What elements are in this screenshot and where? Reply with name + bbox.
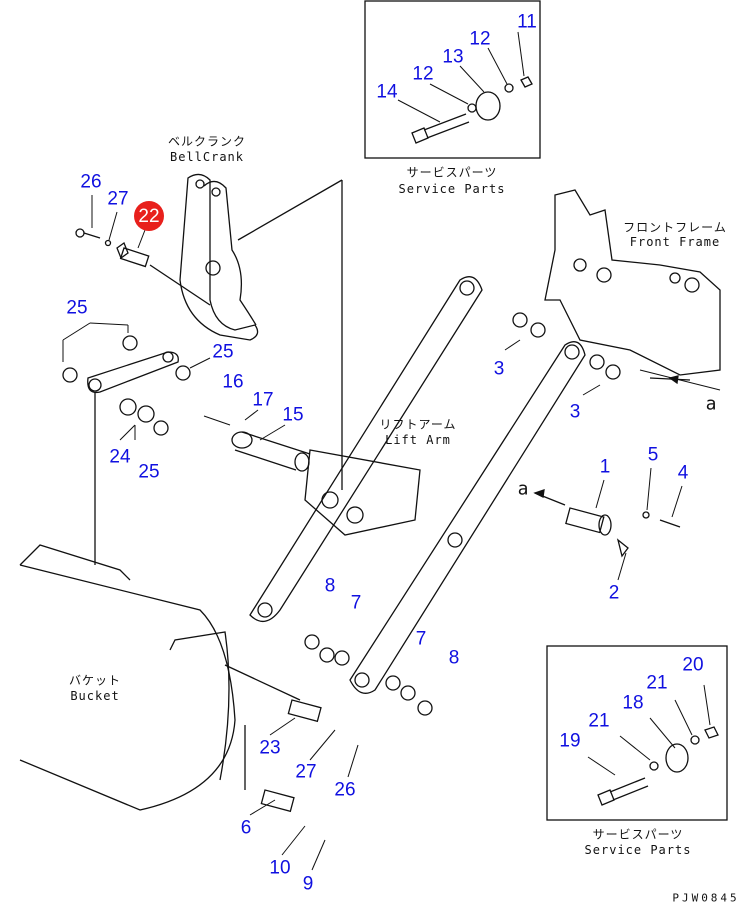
callout: 15 (282, 404, 304, 426)
callout: 6 (240, 817, 252, 839)
callout: 1 (599, 456, 611, 478)
bucket-label-en: Bucket (70, 689, 120, 703)
callout: 12 (469, 28, 491, 50)
pin-23 (287, 699, 322, 723)
bellcrank-label-en: BellCrank (169, 150, 245, 164)
callout: 25 (138, 461, 160, 483)
callout: 7 (350, 592, 362, 614)
callout: 9 (302, 873, 314, 895)
pin-22 (116, 241, 150, 268)
callout: 14 (376, 81, 398, 103)
bellcrank (179, 173, 259, 341)
callout: 8 (324, 575, 336, 597)
callout: 7 (415, 628, 427, 650)
callout: 23 (259, 737, 281, 759)
callout: 11 (517, 11, 537, 33)
lift-arm (249, 276, 586, 694)
callout: 21 (588, 710, 610, 732)
service-parts-top-label-en: Service Parts (398, 182, 506, 196)
bolt-4 (659, 519, 681, 528)
service-parts-bottom-label-jp: サービスパーツ (592, 827, 684, 842)
washer-27 (104, 239, 112, 247)
callout: 20 (682, 654, 704, 676)
callout: 12 (412, 63, 434, 85)
callout: 21 (646, 672, 668, 694)
callout: 18 (622, 692, 644, 714)
drawing-code: PJW0845 (672, 891, 740, 905)
shims-3 (512, 312, 621, 380)
washer-5 (642, 511, 650, 519)
callout: 5 (647, 444, 659, 466)
bucket-label-jp: バケット (68, 673, 122, 688)
service-parts-top-label-jp: サービスパーツ (406, 165, 498, 180)
service-parts-box-bottom (546, 645, 728, 821)
bolt-26 (75, 228, 101, 239)
callout: 24 (109, 446, 131, 468)
bolt-19 (597, 777, 649, 806)
pin-1 (565, 507, 629, 558)
callout: 16 (222, 371, 244, 393)
service-parts-box-top (364, 0, 541, 159)
front-frame-label-jp: フロントフレーム (623, 220, 727, 235)
bucket (19, 544, 236, 811)
link (87, 351, 179, 394)
callout: 13 (442, 46, 464, 68)
washer-12b (504, 83, 514, 93)
callout: 4 (677, 462, 689, 484)
callout: 10 (269, 857, 291, 879)
view-a-marker: a (517, 478, 529, 500)
bellcrank-label-jp: ベルクランク (167, 134, 247, 149)
pin-6 (260, 789, 295, 813)
callout: 27 (107, 188, 129, 210)
front-frame-label-en: Front Frame (629, 235, 721, 249)
callout: 26 (80, 171, 102, 193)
callout: 3 (569, 401, 581, 423)
callout: 19 (559, 730, 581, 752)
view-a-marker: a (705, 393, 717, 415)
callout: 17 (252, 389, 274, 411)
callout: 25 (212, 341, 234, 363)
front-frame (544, 189, 721, 376)
shims-7-8 (304, 634, 433, 716)
bolt-14 (411, 113, 470, 144)
pin-15 (231, 431, 311, 472)
ring-13 (475, 91, 501, 121)
callout: 27 (295, 761, 317, 783)
callout: 26 (334, 779, 356, 801)
service-parts-bottom-label-en: Service Parts (584, 843, 692, 857)
callout: 8 (448, 647, 460, 669)
callout: 25 (66, 297, 88, 319)
shims-25 (62, 335, 191, 436)
washer-12 (467, 103, 477, 113)
lift-arm-label-jp: リフトアーム (379, 417, 457, 432)
callout-highlighted[interactable]: 22 (134, 201, 164, 231)
nut-11 (520, 76, 533, 88)
callout: 2 (608, 582, 620, 604)
callout: 3 (493, 358, 505, 380)
lift-arm-label-en: Lift Arm (385, 433, 451, 447)
